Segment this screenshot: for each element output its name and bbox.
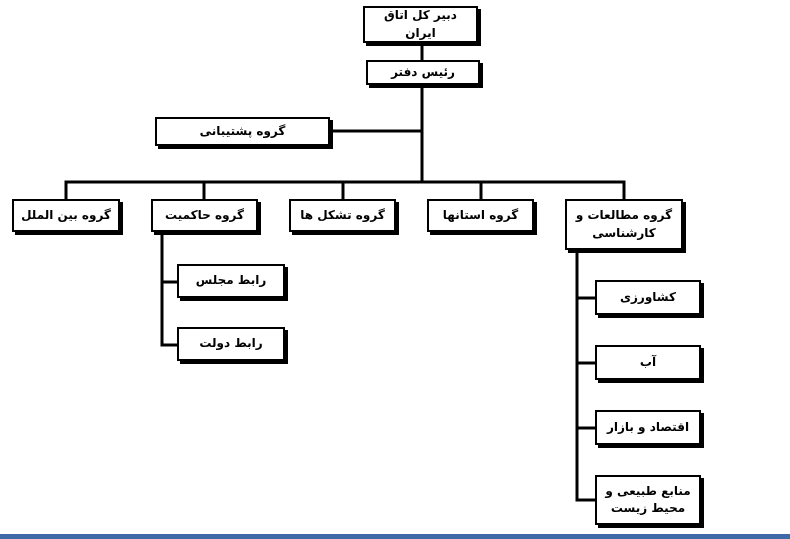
- node-natural-resources-environment: منابع طبیعی و محیط زیست: [595, 475, 701, 525]
- node-economy-market: اقتصاد و بازار: [595, 410, 701, 445]
- node-secretary-general: دبیر کل اتاق ایران: [363, 6, 478, 43]
- node-office-head: رئیس دفتر: [366, 60, 480, 85]
- node-parliament-liaison: رابط مجلس: [177, 264, 285, 298]
- node-governance-group: گروه حاکمیت: [151, 199, 258, 232]
- node-water: آب: [595, 345, 701, 380]
- node-agriculture: کشاورزی: [595, 280, 701, 315]
- node-studies-group: گروه مطالعات و کارشناسی: [565, 199, 683, 250]
- node-international-group: گروه بین الملل: [12, 199, 120, 232]
- bottom-border-bar: [0, 534, 790, 539]
- node-provinces-group: گروه استانها: [427, 199, 534, 232]
- node-government-liaison: رابط دولت: [177, 327, 285, 361]
- node-support-group: گروه پشتیبانی: [155, 117, 330, 146]
- node-organizations-group: گروه تشکل ها: [289, 199, 396, 232]
